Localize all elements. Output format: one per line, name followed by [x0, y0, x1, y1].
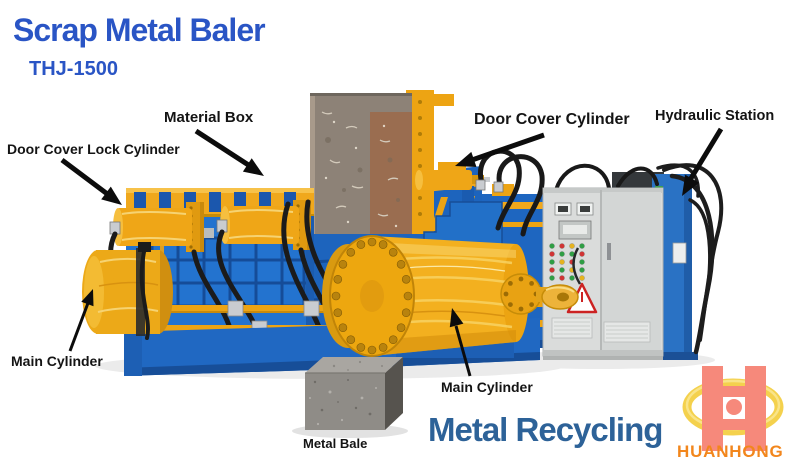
label-main-cylinder-center: Main Cylinder	[441, 379, 533, 395]
label-hydraulic-station: Hydraulic Station	[655, 108, 775, 124]
arrow-door-cover-lock-cylinder	[60, 158, 122, 205]
label-metal-bale: Metal Bale	[303, 436, 368, 451]
door-cover-cylinder-part	[415, 162, 514, 251]
tagline: Metal Recycling	[428, 411, 663, 448]
material-box-part	[310, 90, 454, 234]
bale-speckles	[309, 360, 383, 426]
flange-bolts	[331, 237, 413, 355]
arrow-main-cylinder-center	[449, 308, 472, 377]
label-door-cover-cylinder: Door Cover Cylinder	[474, 111, 630, 128]
callout-arrows	[60, 127, 724, 377]
metal-bale-part	[305, 357, 403, 430]
rod-flange-bolts	[503, 276, 539, 312]
label-door-cover-lock-cylinder: Door Cover Lock Cylinder	[7, 141, 180, 157]
arrow-hydraulic-station	[682, 127, 724, 196]
label-main-cylinder-left: Main Cylinder	[11, 353, 103, 369]
control-cabinet	[542, 187, 664, 360]
huanhong-logo	[682, 366, 784, 451]
hydraulic-hoses-top	[475, 148, 659, 237]
brand-name: HUANHONG	[677, 442, 784, 461]
arrow-main-cylinder-left	[68, 289, 94, 352]
main-cylinder-part	[322, 235, 579, 358]
arrow-material-box	[194, 128, 264, 176]
model-number: THJ-1500	[29, 58, 118, 80]
label-material-box: Material Box	[164, 109, 254, 126]
main-cylinder-rear-end	[82, 242, 173, 340]
arrow-door-cover-cylinder	[455, 132, 545, 167]
page-title: Scrap Metal Baler	[13, 12, 266, 48]
